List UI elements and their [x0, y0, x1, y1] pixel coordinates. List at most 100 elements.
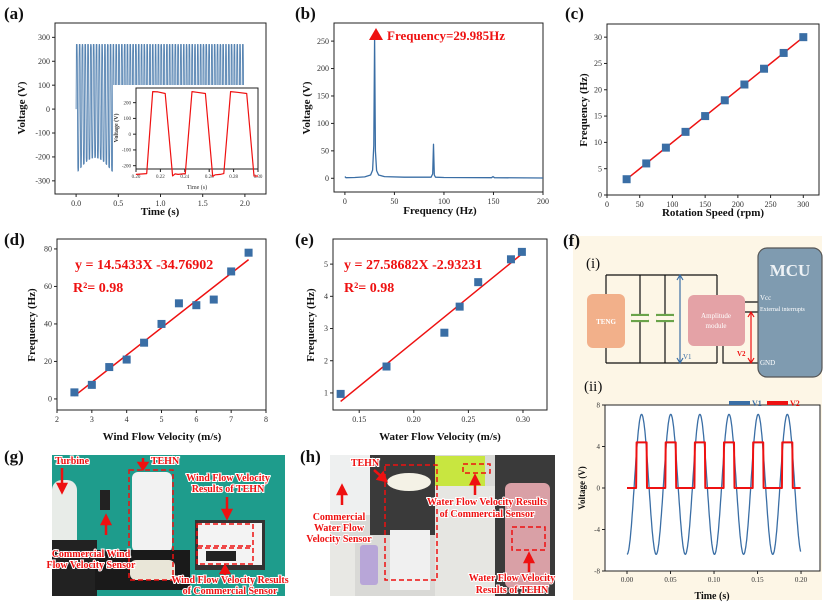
panel-label-a: (a): [4, 4, 24, 23]
h-commercial-sensor-label-2: Water Flow: [314, 523, 365, 534]
interrupt-label: External interrupts: [760, 307, 805, 313]
h-water-tehn-label-1: Water Flow Velocity: [469, 573, 555, 584]
panel-label-g: (g): [4, 447, 24, 466]
f-ii-v1-line: [626, 413, 802, 556]
a-inset-ytick-label: -200: [122, 164, 132, 169]
a-ytick-label: 100: [38, 81, 50, 90]
f-ii-xtick-label: 0.20: [795, 576, 808, 584]
c-ylabel: Frequency (Hz): [578, 73, 590, 147]
c-ytick-label: 20: [594, 85, 602, 94]
tehn-image: [387, 473, 431, 491]
c-ytick-label: 5: [598, 164, 602, 173]
d-data-point: [174, 299, 183, 308]
panel-label-b: (b): [295, 4, 316, 23]
a-inset-ytick-label: 100: [124, 117, 132, 122]
b-xtick-label: 150: [487, 197, 499, 206]
f-ii-xlabel: Time (s): [694, 591, 729, 602]
d-data-point: [227, 267, 236, 276]
d-xtick-label: 5: [160, 415, 164, 424]
a-inset-ytick-label: -100: [122, 149, 132, 154]
e-ytick-label: 1: [324, 389, 328, 398]
panel-label-c: (c): [565, 4, 584, 23]
a-inset-xtick-label: 0.22: [156, 175, 165, 180]
c-ytick-label: 10: [594, 138, 602, 147]
h-water-commercial-label-1: Water Flow Velocity Results: [427, 497, 547, 508]
photo-h-water-setup: [330, 455, 555, 596]
b-xtick-label: 50: [390, 197, 398, 206]
b-ytick-label: 250: [317, 37, 329, 46]
f-ii-ytick-label: 0: [597, 484, 601, 492]
capacitor-icon: [631, 313, 674, 323]
c-fit-line: [626, 36, 804, 180]
a-xtick-label: 0.0: [71, 199, 81, 208]
v2-label: V2: [737, 350, 746, 358]
c-ytick-label: 15: [594, 112, 602, 121]
photo-g-wind-setup: [52, 455, 285, 596]
b-xlabel: Frequency (Hz): [403, 205, 477, 217]
e-fit-line: [340, 252, 524, 402]
c-data-point: [622, 175, 631, 184]
e-xtick-label: 0.15: [352, 415, 366, 424]
panel-label-e: (e): [295, 230, 314, 249]
c-data-point: [661, 143, 670, 152]
a-ytick-label: -100: [35, 129, 50, 138]
a-inset-xtick-label: 0.30: [254, 175, 263, 180]
f-ii-ytick-label: -4: [594, 526, 600, 534]
e-equation: y = 27.58682X -2.93231: [344, 258, 482, 273]
f-ii-ylabel: Voltage (V): [577, 466, 587, 509]
f-ii-ytick-label: 8: [597, 401, 601, 409]
h-water-commercial-label-2: of Commercial Sensor: [440, 509, 535, 520]
d-xlabel: Wind Flow Velocity (m/s): [103, 431, 222, 443]
a-inset-axes-frame: [135, 87, 259, 170]
h-commercial-sensor-label-3: Velocity Sensor: [306, 534, 372, 545]
a-ytick-label: -200: [35, 153, 50, 162]
amplitude-module-block: [688, 295, 745, 346]
c-axes-frame: [606, 23, 820, 196]
b-ytick-label: 0: [325, 174, 329, 183]
f-ii-xtick-label: 0.00: [621, 576, 634, 584]
c-ytick-label: 0: [598, 191, 602, 200]
e-xlabel: Water Flow Velocity (m/s): [379, 431, 501, 443]
e-ytick-label: 2: [324, 356, 328, 365]
v1-label: V1: [683, 353, 692, 361]
g-turbine-label: Turbine: [55, 456, 90, 467]
g-commercial-sensor-label-1: Commercial Wind: [52, 549, 131, 560]
h-tehn-label: TEHN: [351, 458, 380, 469]
a-ytick-label: -300: [35, 177, 50, 186]
d-xtick-label: 3: [90, 415, 94, 424]
amplitude-module-label-2: module: [706, 322, 727, 330]
c-data-point: [642, 159, 651, 168]
b-ytick-label: 100: [317, 119, 329, 128]
a-xtick-label: 1.0: [156, 199, 166, 208]
c-xlabel: Rotation Speed (rpm): [662, 207, 764, 219]
e-data-point: [440, 328, 449, 337]
e-data-point: [455, 302, 464, 311]
phone-tehn-image: [505, 483, 550, 588]
d-data-point: [140, 338, 149, 347]
d-data-point: [192, 301, 201, 310]
a-xlabel: Time (s): [141, 206, 180, 218]
c-xtick-label: 300: [797, 200, 809, 209]
amplitude-module-label-1: Amplitude: [701, 312, 731, 320]
panel-label-d: (d): [4, 230, 25, 249]
c-xtick-label: 150: [699, 200, 711, 209]
d-ytick-label: 20: [44, 357, 52, 366]
b-ylabel: Voltage (V): [301, 81, 313, 134]
panel-label-h: (h): [300, 447, 321, 466]
g-wind-commercial-label-2: of Commercial Sensor: [183, 586, 278, 597]
commercial-wind-sensor-image: [100, 490, 110, 510]
g-tehn-label: TEHN: [151, 456, 180, 467]
a-inset-xtick-label: 0.24: [180, 175, 189, 180]
c-ytick-label: 30: [594, 33, 602, 42]
c-data-point: [799, 33, 808, 42]
legend-label-v1: V1: [752, 399, 762, 408]
b-xtick-label: 100: [438, 197, 450, 206]
c-xtick-label: 200: [732, 200, 744, 209]
panel-label-f-i: (i): [586, 256, 600, 272]
e-ytick-label: 5: [324, 260, 328, 269]
a-inset-xlabel: Time (s): [187, 184, 207, 191]
f-ii-v2-line: [626, 441, 802, 489]
a-xtick-label: 0.5: [113, 199, 123, 208]
a-inset-line: [135, 90, 259, 177]
